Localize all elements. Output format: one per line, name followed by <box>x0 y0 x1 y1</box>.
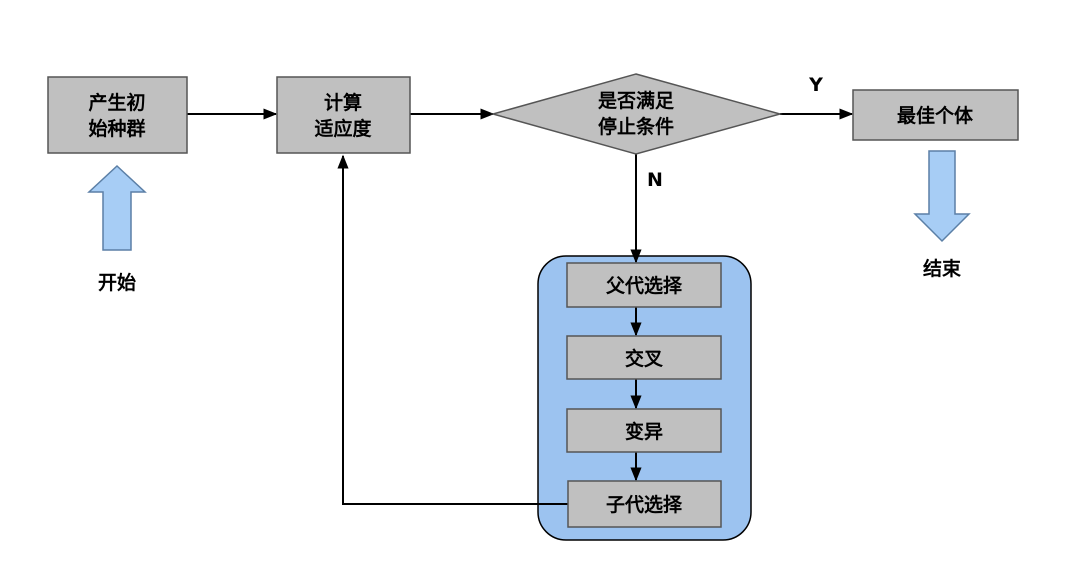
node-offspring-selection: 子代选择 <box>567 480 722 528</box>
start-up-arrow <box>87 164 147 251</box>
node-init-population-line2: 始种群 <box>88 117 145 140</box>
node-stop-check-line2: 停止条件 <box>598 115 674 138</box>
node-fitness: 计算 适应度 <box>276 76 411 154</box>
node-offspring-selection-text: 子代选择 <box>606 494 683 516</box>
no-label: N <box>647 169 663 191</box>
node-crossover: 交叉 <box>566 335 722 380</box>
node-stop-check-line1: 是否满足 <box>598 89 675 112</box>
node-mutation-text: 变异 <box>625 420 663 443</box>
node-fitness-line2: 适应度 <box>314 117 372 140</box>
node-parent-selection-text: 父代选择 <box>605 275 683 297</box>
node-fitness-line1: 计算 <box>324 91 362 114</box>
start-label: 开始 <box>98 271 136 294</box>
node-parent-selection: 父代选择 <box>566 262 722 308</box>
edge-offspring-to-fitness <box>337 154 568 505</box>
yes-label: Y <box>808 74 823 96</box>
node-mutation: 变异 <box>566 408 722 453</box>
node-init-population: 产生初 始种群 <box>47 76 188 154</box>
node-crossover-text: 交叉 <box>625 347 664 370</box>
node-best-individual-text: 最佳个体 <box>897 104 974 127</box>
end-label: 结束 <box>923 257 962 280</box>
end-down-arrow <box>913 150 971 243</box>
node-init-population-line1: 产生初 <box>88 91 145 114</box>
ga-operators-group <box>537 255 752 541</box>
node-stop-check: 是否满足 停止条件 <box>490 73 783 155</box>
node-best-individual: 最佳个体 <box>852 89 1019 141</box>
